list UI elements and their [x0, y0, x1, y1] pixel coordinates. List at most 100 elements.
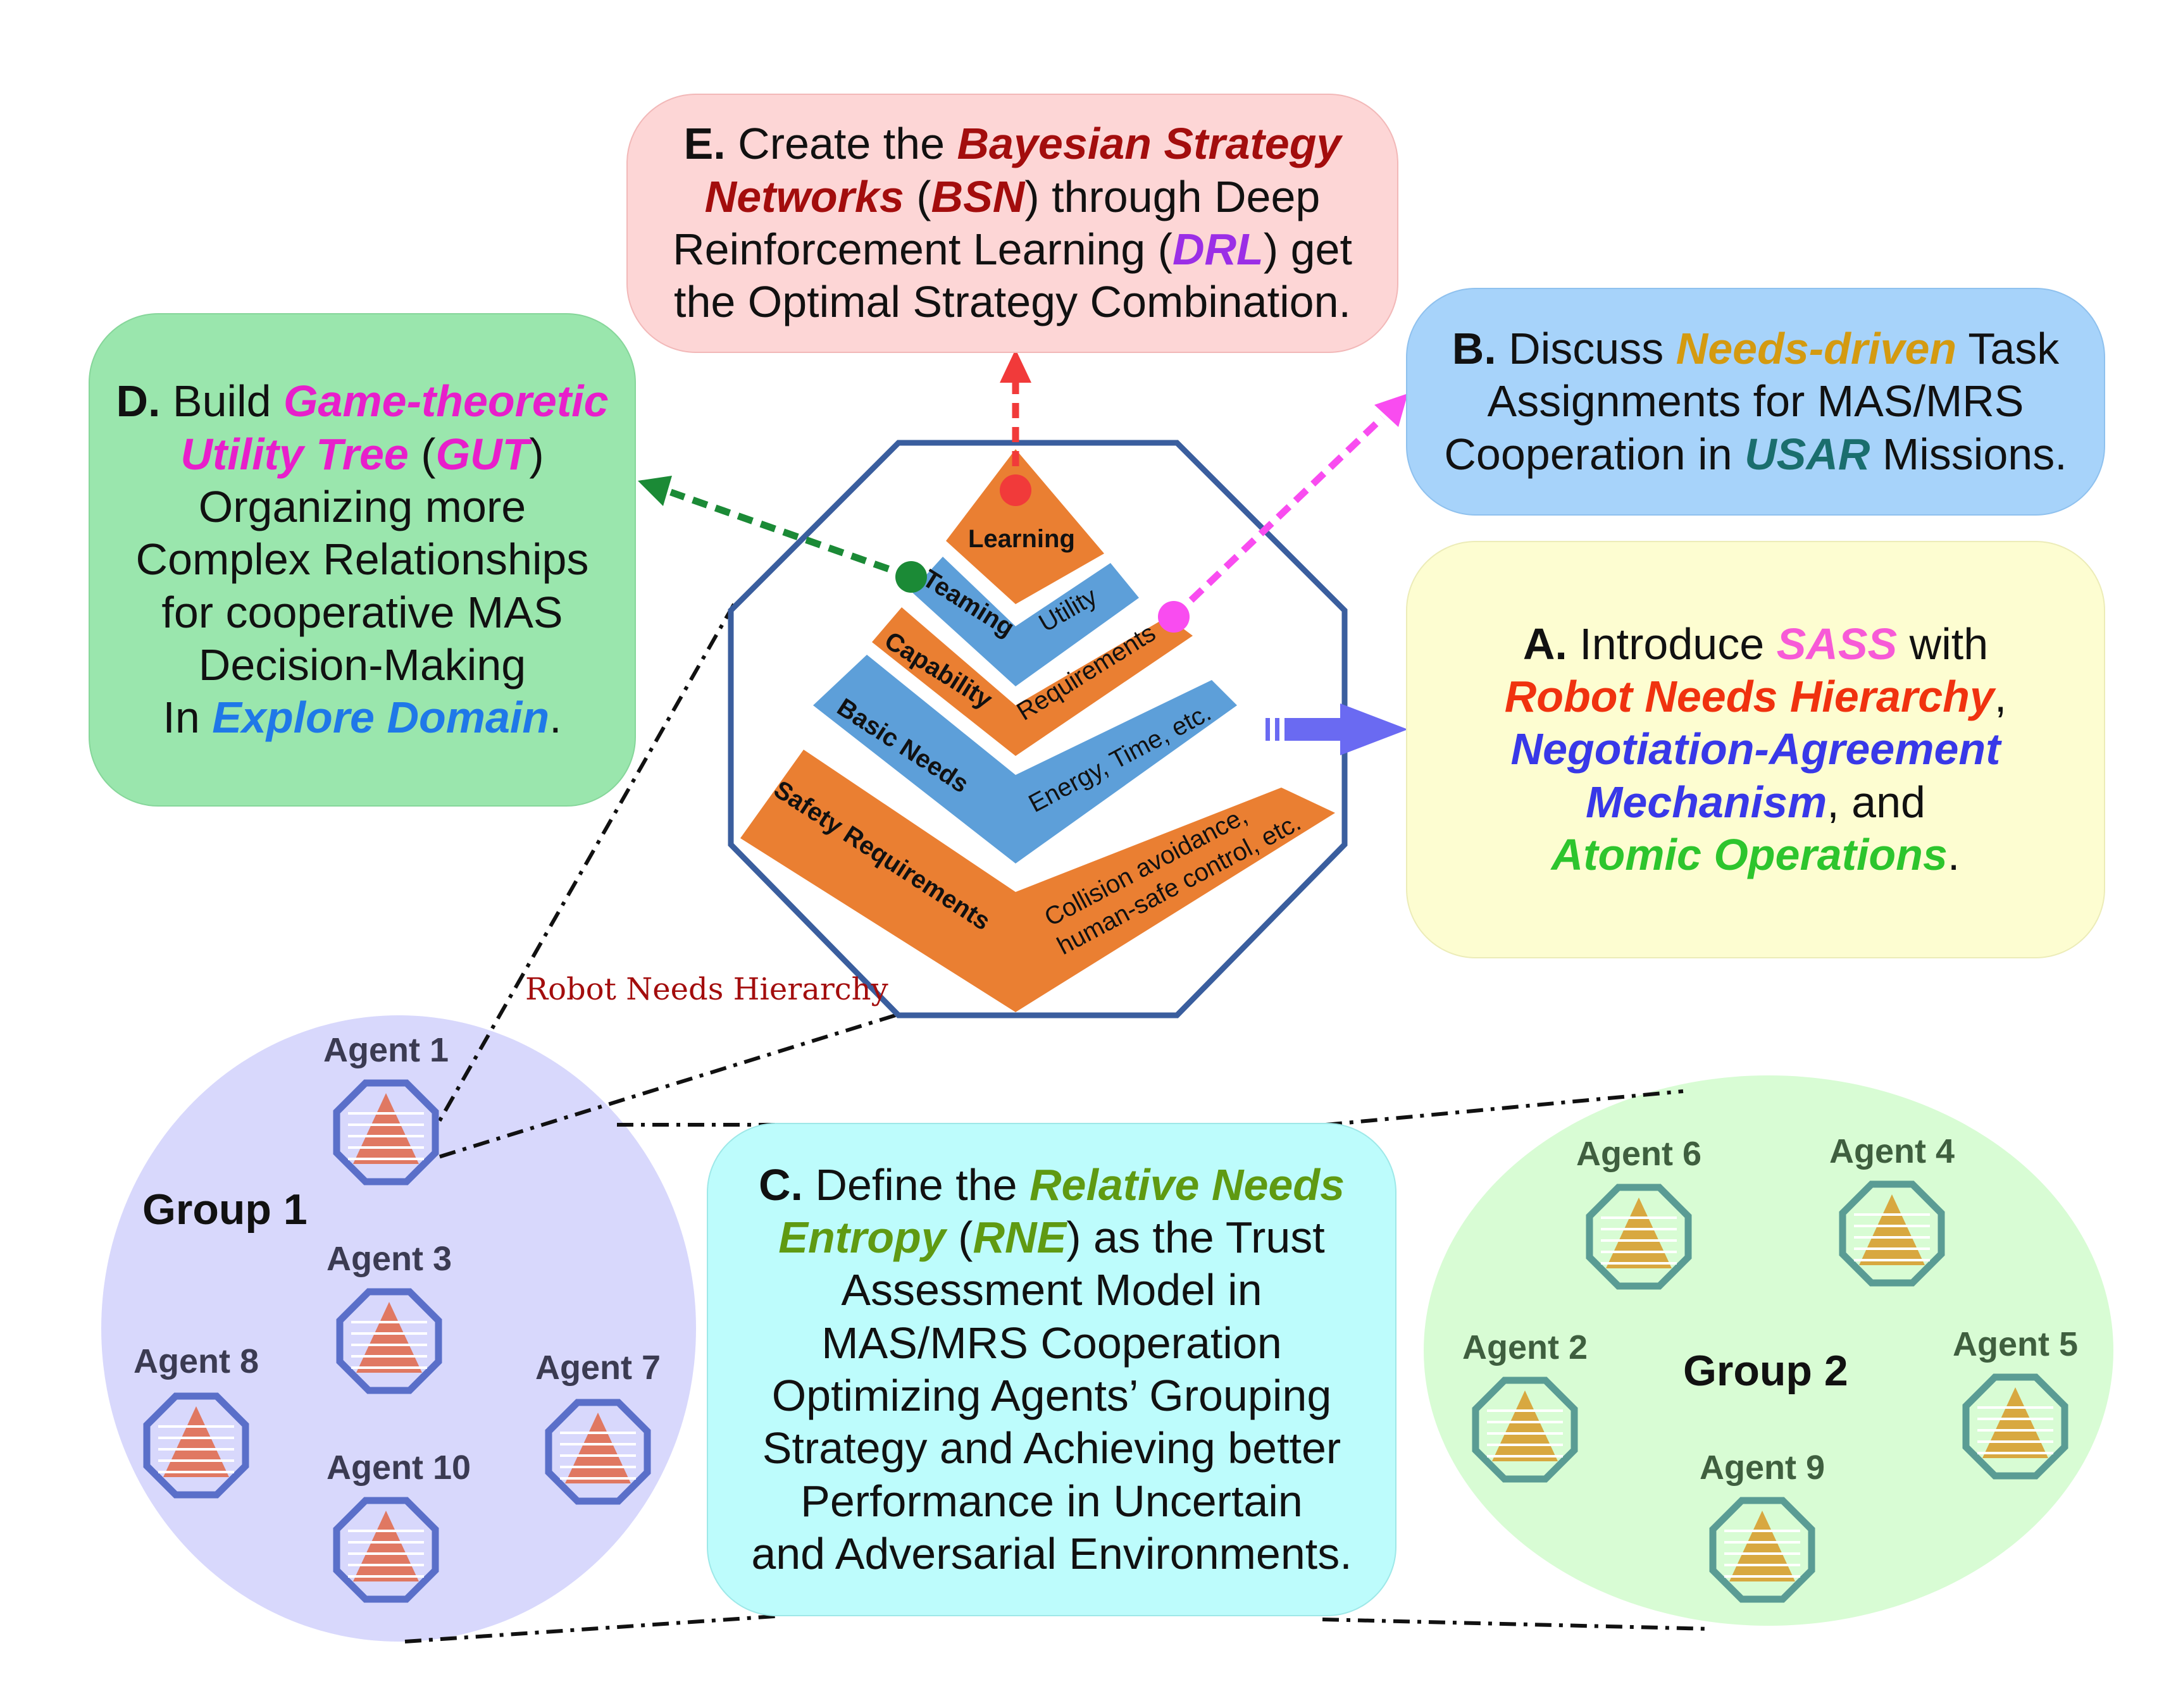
agent-octagon — [336, 1288, 442, 1394]
box-e-text-5: ) get — [1263, 225, 1352, 274]
box-d-text-3: ) — [529, 429, 544, 479]
box-b-text-3: Assignments for MAS/MRS — [1487, 376, 2024, 426]
agent-icon — [1586, 1184, 1692, 1290]
agent-octagon — [545, 1399, 651, 1505]
box-c-text-8: Performance in Uncertain — [800, 1476, 1303, 1526]
group-2-label: Group 2 — [1683, 1347, 1848, 1395]
agent-icon — [333, 1497, 439, 1603]
octagon-frame — [728, 440, 1348, 1018]
box-a-text-5: . — [1947, 829, 1960, 879]
agent-icon — [545, 1399, 651, 1505]
box-d-keyword-gut: GUT — [435, 429, 530, 479]
box-b-letter: B. — [1452, 324, 1496, 374]
box-c-text-5: MAS/MRS Cooperation — [821, 1318, 1282, 1368]
box-d-text-4: Organizing more — [198, 482, 526, 532]
box-b-text-4: Cooperation in — [1444, 429, 1745, 479]
agent-label: Agent 6 — [1576, 1135, 1701, 1173]
box-d-game-theoretic: D. Build Game-theoretic Utility Tree (GU… — [89, 313, 636, 807]
box-c-relative-needs-entropy: C. Define the Relative Needs Entropy (RN… — [707, 1123, 1396, 1616]
agent-octagon — [1586, 1184, 1692, 1290]
box-a-text-4: , and — [1827, 777, 1925, 827]
agent-icon — [333, 1079, 439, 1185]
box-b-text-2: Task — [1956, 324, 2060, 374]
box-c-text-3: ) as the Trust — [1066, 1213, 1325, 1263]
agent-label: Agent 4 — [1829, 1132, 1955, 1170]
box-c-keyword-entropy: Entropy — [778, 1213, 946, 1263]
agent-label: Agent 5 — [1953, 1325, 2078, 1363]
box-e-text-3: ) through Deep — [1024, 171, 1321, 221]
box-e-keyword-bsn-1: Bayesian Strategy — [957, 119, 1341, 169]
agent-octagon — [1839, 1180, 1945, 1287]
agent-label: Agent 10 — [327, 1449, 471, 1487]
box-e-text-1: Create the — [725, 119, 957, 169]
box-d-text-5: Complex Relationships — [135, 535, 589, 585]
pyramid-band-teaming — [911, 557, 1139, 686]
box-e-text-4: Reinforcement Learning ( — [673, 225, 1172, 274]
box-a-keyword-negotiation: Negotiation-Agreement — [1510, 724, 2001, 774]
agent-label: Agent 2 — [1462, 1328, 1588, 1366]
arrow-to-b — [1158, 393, 1408, 633]
box-e-text-2: ( — [904, 171, 931, 221]
box-b-text-5: Missions. — [1870, 429, 2067, 479]
box-a-letter: A. — [1522, 619, 1567, 669]
box-c-text-1: Define the — [802, 1160, 1029, 1210]
box-e-letter: E. — [683, 119, 726, 169]
box-e-keyword-drl: DRL — [1172, 225, 1264, 274]
box-a-keyword-hierarchy: Robot Needs Hierarchy — [1504, 672, 1994, 722]
pyramid-band-basic-needs — [813, 655, 1237, 863]
box-b-keyword-needs-driven: Needs-driven — [1676, 324, 1957, 374]
box-a-keyword-mechanism: Mechanism — [1586, 777, 1827, 827]
pyramid-band-safety — [740, 750, 1335, 1012]
agent-label: Agent 7 — [535, 1349, 661, 1387]
arrow-to-a — [1266, 703, 1408, 755]
agent-octagon — [1472, 1377, 1578, 1483]
box-e-text-6: the Optimal Strategy Combination. — [674, 277, 1351, 327]
box-c-text-9: and Adversarial Environments. — [751, 1528, 1352, 1578]
agent-icon — [143, 1392, 249, 1499]
robot-needs-pyramid — [740, 449, 1335, 1012]
box-d-keyword-utility-tree: Utility Tree — [180, 429, 409, 479]
box-c-keyword-rne: RNE — [973, 1213, 1067, 1263]
box-c-text-4: Assessment Model in — [841, 1265, 1262, 1315]
group-1-label: Group 1 — [142, 1185, 308, 1234]
box-d-text-9: . — [549, 693, 562, 743]
box-e-keyword-bsn-abbr: BSN — [931, 171, 1025, 221]
pyramid-band-learning — [946, 449, 1104, 604]
agent-octagon — [333, 1497, 439, 1603]
agent-icon — [336, 1288, 442, 1394]
box-a-keyword-sass: SASS — [1776, 619, 1898, 669]
agent-icon — [1709, 1497, 1815, 1603]
box-a-sass: A. Introduce SASS with Robot Needs Hiera… — [1406, 541, 2105, 958]
arrow-to-e — [1000, 349, 1031, 506]
agent-label: Agent 3 — [327, 1240, 452, 1278]
agent-icon — [1472, 1377, 1578, 1483]
connector-lines — [404, 603, 1712, 1643]
box-d-text-8: In — [163, 693, 213, 743]
agent-octagon — [1962, 1373, 2068, 1480]
box-d-text-6: for cooperative MAS — [161, 587, 563, 637]
agent-icon — [1839, 1180, 1945, 1287]
agent-octagon — [1709, 1497, 1815, 1603]
box-b-keyword-usar: USAR — [1745, 429, 1870, 479]
box-d-text-1: Build — [160, 376, 284, 426]
box-a-text-2: with — [1897, 619, 1989, 669]
pyramid-caption: Robot Needs Hierarchy — [525, 972, 888, 1007]
box-b-needs-driven: B. Discuss Needs-driven Task Assignments… — [1406, 288, 2105, 516]
box-a-text-1: Introduce — [1567, 619, 1777, 669]
box-d-letter: D. — [116, 376, 161, 426]
agent-label: Agent 1 — [323, 1031, 449, 1069]
box-e-bayesian-strategy: E. Create the Bayesian Strategy Networks… — [626, 94, 1398, 353]
box-e-keyword-bsn-2: Networks — [704, 171, 904, 221]
pyramid-label-learning: Learning — [968, 525, 1075, 553]
agent-octagon — [143, 1392, 249, 1499]
box-c-text-2: ( — [945, 1213, 973, 1263]
box-a-keyword-atomic: Atomic Operations — [1551, 829, 1948, 879]
box-d-text-7: Decision-Making — [198, 640, 526, 690]
box-a-text-3: , — [1994, 672, 2007, 722]
box-c-letter: C. — [758, 1160, 803, 1210]
box-b-text-1: Discuss — [1496, 324, 1676, 374]
box-c-keyword-relative-needs: Relative Needs — [1029, 1160, 1345, 1210]
box-d-text-2: ( — [408, 429, 436, 479]
